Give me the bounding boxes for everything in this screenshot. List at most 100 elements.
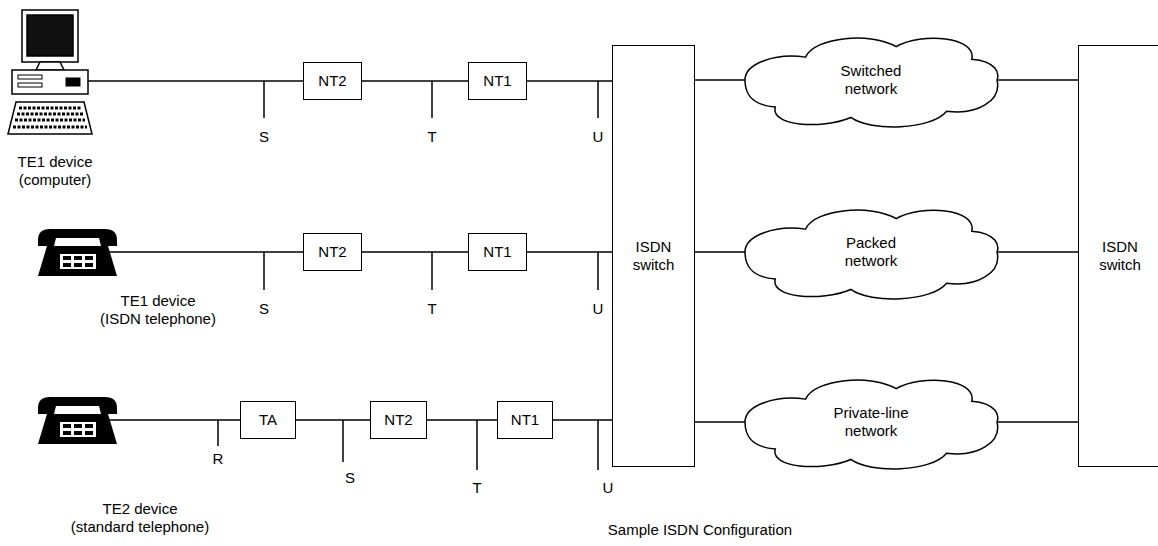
network-link: [695, 79, 745, 81]
reference-point-label: S: [259, 128, 269, 146]
network-link: [527, 251, 612, 253]
node-label: ISDN switch: [1089, 238, 1151, 274]
key: [63, 263, 71, 267]
reference-tick: [597, 420, 599, 470]
node-label: Private-line network: [821, 404, 921, 440]
network-link: [695, 421, 745, 423]
device-label: TE2 device (standard telephone): [71, 500, 210, 536]
network-link: [527, 80, 612, 82]
network-link: [553, 419, 612, 421]
keyboard-keys: [13, 126, 87, 129]
key: [85, 431, 93, 435]
isdn-switch-box: ISDN switch: [612, 45, 695, 467]
drive-slot: [18, 75, 42, 79]
handset: [38, 229, 117, 246]
keyboard: [8, 102, 92, 134]
standard-telephone-illustration: [38, 397, 120, 444]
diagram-caption-holder: Sample ISDN Configuration: [608, 521, 792, 539]
device-label-holder: TE1 device (computer): [17, 153, 93, 189]
key: [74, 263, 82, 267]
reference-point-label-holder: T: [427, 128, 436, 146]
network-link: [362, 251, 468, 253]
key: [85, 263, 93, 267]
network-link: [362, 80, 468, 82]
system-unit: [12, 70, 88, 94]
reference-point-label-holder: U: [593, 128, 604, 146]
reference-point-label: T: [427, 128, 436, 146]
keyboard-keys: [15, 119, 85, 122]
reference-tick: [263, 81, 265, 118]
monitor-stand: [36, 62, 64, 70]
reference-tick: [597, 81, 599, 118]
key: [85, 256, 93, 260]
key: [63, 431, 71, 435]
reference-tick: [263, 252, 265, 290]
reference-point-label: S: [345, 469, 355, 487]
nt1-box: NT1: [468, 233, 527, 271]
key: [74, 256, 82, 260]
key: [63, 256, 71, 260]
reference-point-ticks: [218, 81, 598, 470]
reference-point-label: U: [593, 128, 604, 146]
reference-point-label: R: [213, 450, 224, 468]
phone-base: [38, 414, 117, 444]
diagram-caption: Sample ISDN Configuration: [608, 521, 792, 539]
keypad: [60, 254, 96, 269]
keypad: [60, 422, 96, 437]
reference-point-label-holder: S: [259, 128, 269, 146]
reference-tick: [342, 420, 344, 462]
computer-cord: [88, 80, 90, 82]
key: [63, 424, 71, 428]
network-link: [120, 251, 303, 253]
reference-point-label-holder: U: [603, 479, 614, 497]
reference-point-label-holder: S: [345, 469, 355, 487]
network-link: [120, 419, 240, 421]
isdn-telephone-illustration: [38, 229, 120, 276]
reference-point-label: U: [593, 300, 604, 318]
device-label: TE1 device (computer): [17, 153, 93, 189]
node-label: NT1: [511, 411, 539, 429]
phone-cord: [109, 419, 120, 421]
computer-illustration: [8, 10, 92, 134]
node-label: NT2: [318, 243, 346, 261]
node-label: Packed network: [821, 234, 921, 270]
reference-tick: [431, 252, 433, 290]
node-label: TA: [259, 411, 277, 429]
reference-point-label-holder: T: [472, 479, 481, 497]
nt2-box: NT2: [303, 233, 362, 271]
network-link: [997, 421, 1078, 423]
device-label-holder: TE2 device (standard telephone): [71, 500, 210, 536]
phone-cord: [109, 251, 120, 253]
reference-point-label: T: [472, 479, 481, 497]
network-cloud: Packed network: [745, 200, 997, 304]
network-link: [296, 419, 370, 421]
nt2-box: NT2: [370, 401, 427, 439]
keyboard-keys: [17, 113, 83, 116]
network-link: [997, 79, 1078, 81]
reference-point-label-holder: T: [427, 300, 436, 318]
keyboard-keys: [19, 107, 81, 110]
ta-box: TA: [240, 401, 296, 439]
key: [74, 424, 82, 428]
node-label: NT2: [384, 411, 412, 429]
node-label: NT1: [483, 243, 511, 261]
monitor-screen: [27, 15, 73, 56]
network-link: [427, 419, 497, 421]
isdn-switch-box: ISDN switch: [1078, 45, 1158, 467]
nt1-box: NT1: [497, 401, 553, 439]
cloud-shape: [745, 38, 998, 127]
reference-point-label: T: [427, 300, 436, 318]
device-label-holder: TE1 device (ISDN telephone): [100, 292, 216, 328]
phone-base: [38, 246, 117, 276]
network-cloud: Switched network: [745, 28, 997, 132]
reference-point-label-holder: S: [259, 300, 269, 318]
monitor: [22, 10, 78, 62]
nt1-box: NT1: [468, 62, 527, 100]
reference-point-label: U: [603, 479, 614, 497]
cloud-shape: [745, 380, 998, 469]
handset: [38, 397, 117, 414]
reference-tick: [217, 420, 219, 446]
network-link: [90, 80, 303, 82]
node-label: NT1: [483, 72, 511, 90]
